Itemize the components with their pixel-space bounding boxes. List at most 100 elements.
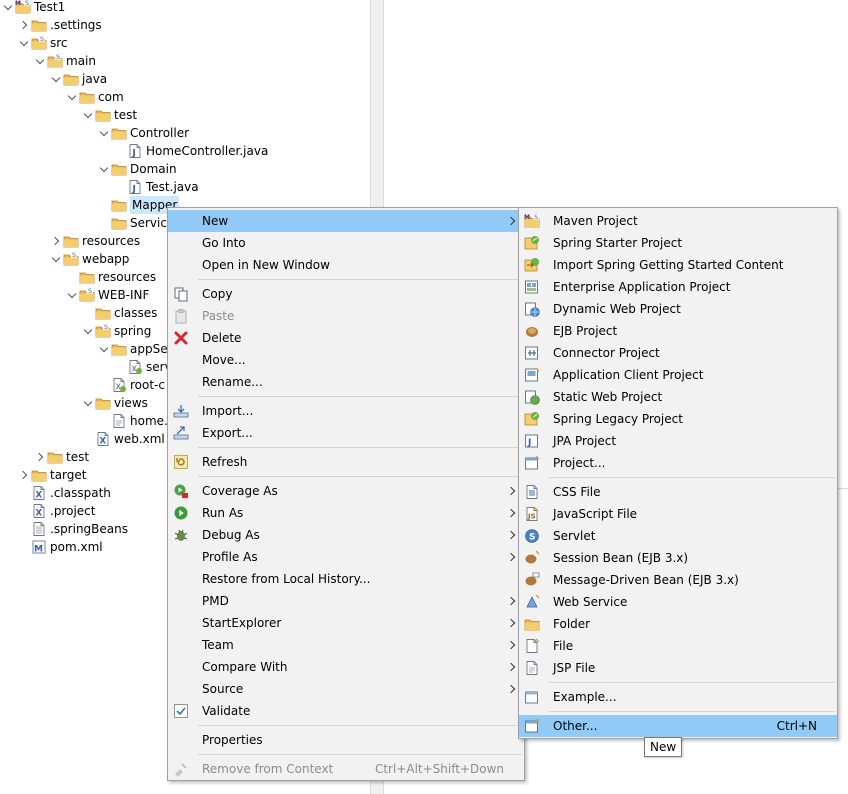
new-item-project[interactable]: Project... xyxy=(519,452,837,474)
expand-arrow-icon[interactable] xyxy=(99,160,111,178)
import-icon xyxy=(173,403,189,419)
menu-item-restore-from-local-history[interactable]: Restore from Local History... xyxy=(168,568,524,590)
menu-item-open-in-new-window[interactable]: Open in New Window xyxy=(168,254,524,276)
menu-item-go-into[interactable]: Go Into xyxy=(168,232,524,254)
tree-item[interactable]: test xyxy=(35,448,89,466)
new-item-other[interactable]: Other...Ctrl+N xyxy=(519,715,837,737)
tree-item[interactable]: Service xyxy=(99,214,174,232)
svg-text:S: S xyxy=(529,533,535,543)
expand-arrow-icon[interactable] xyxy=(3,0,15,16)
menu-shortcut: Ctrl+N xyxy=(776,719,817,733)
new-item-ejb-project[interactable]: EJB Project xyxy=(519,320,837,342)
menu-item-profile-as[interactable]: Profile As xyxy=(168,546,524,568)
new-item-enterprise-application-project[interactable]: Enterprise Application Project xyxy=(519,276,837,298)
new-item-jsp-file[interactable]: JSP File xyxy=(519,657,837,679)
tree-item[interactable]: resources xyxy=(67,268,156,286)
menu-item-refresh[interactable]: Refresh xyxy=(168,451,524,473)
new-item-import-spring-getting-started-content[interactable]: Import Spring Getting Started Content xyxy=(519,254,837,276)
tree-item[interactable]: com xyxy=(67,88,124,106)
new-item-connector-project[interactable]: Connector Project xyxy=(519,342,837,364)
tree-item[interactable]: Controller xyxy=(99,124,189,142)
new-item-application-client-project[interactable]: Application Client Project xyxy=(519,364,837,386)
collapse-arrow-icon[interactable] xyxy=(19,16,31,34)
tree-item[interactable]: .springBeans xyxy=(19,520,128,538)
new-item-spring-starter-project[interactable]: Spring Starter Project xyxy=(519,232,837,254)
new-item-web-service[interactable]: Web Service xyxy=(519,591,837,613)
expand-arrow-icon[interactable] xyxy=(19,34,31,52)
menu-item-move[interactable]: Move... xyxy=(168,349,524,371)
tree-item[interactable]: java xyxy=(51,70,107,88)
tree-item[interactable]: Domain xyxy=(99,160,177,178)
menu-item-properties[interactable]: Properties xyxy=(168,729,524,751)
menu-item-pmd[interactable]: PMD xyxy=(168,590,524,612)
menu-item-export[interactable]: Export... xyxy=(168,422,524,444)
submenu-arrow-icon xyxy=(506,486,516,496)
expand-arrow-icon[interactable] xyxy=(99,124,111,142)
menu-item-source[interactable]: Source xyxy=(168,678,524,700)
menu-item-new[interactable]: New xyxy=(168,210,524,232)
expand-arrow-icon[interactable] xyxy=(51,250,63,268)
spacer xyxy=(19,538,31,556)
expand-arrow-icon[interactable] xyxy=(35,52,47,70)
new-item-file[interactable]: File xyxy=(519,635,837,657)
tree-item[interactable]: .settings xyxy=(19,16,102,34)
new-item-message-driven-bean-ejb-3-x[interactable]: Message-Driven Bean (EJB 3.x) xyxy=(519,569,837,591)
tree-item[interactable]: X.classpath xyxy=(19,484,111,502)
menu-item-delete[interactable]: Delete xyxy=(168,327,524,349)
tree-item[interactable]: resources xyxy=(51,232,140,250)
tree-item[interactable]: home. xyxy=(99,412,168,430)
menu-item-validate[interactable]: Validate xyxy=(168,700,524,722)
tree-item[interactable]: X.project xyxy=(19,502,95,520)
collapse-arrow-icon[interactable] xyxy=(35,448,47,466)
new-item-spring-legacy-project[interactable]: Spring Legacy Project xyxy=(519,408,837,430)
menu-item-rename[interactable]: Rename... xyxy=(168,371,524,393)
new-item-example[interactable]: Example... xyxy=(519,686,837,708)
expand-arrow-icon[interactable] xyxy=(83,322,95,340)
expand-arrow-icon[interactable] xyxy=(83,394,95,412)
new-item-static-web-project[interactable]: Static Web Project xyxy=(519,386,837,408)
menu-item-debug-as[interactable]: Debug As xyxy=(168,524,524,546)
expand-arrow-icon[interactable] xyxy=(67,286,79,304)
expand-arrow-icon[interactable] xyxy=(51,70,63,88)
new-item-session-bean-ejb-3-x[interactable]: Session Bean (EJB 3.x) xyxy=(519,547,837,569)
menu-item-team[interactable]: Team xyxy=(168,634,524,656)
menu-item-compare-with[interactable]: Compare With xyxy=(168,656,524,678)
menu-item-coverage-as[interactable]: Coverage As xyxy=(168,480,524,502)
tree-item[interactable]: appSe xyxy=(99,340,168,358)
new-item-dynamic-web-project[interactable]: Dynamic Web Project xyxy=(519,298,837,320)
collapse-arrow-icon[interactable] xyxy=(19,466,31,484)
menu-item-import[interactable]: Import... xyxy=(168,400,524,422)
menu-item-copy[interactable]: Copy xyxy=(168,283,524,305)
menu-item-startexplorer[interactable]: StartExplorer xyxy=(168,612,524,634)
tree-item[interactable]: target xyxy=(19,466,87,484)
tree-item[interactable]: classes xyxy=(83,304,157,322)
new-item-folder[interactable]: Folder xyxy=(519,613,837,635)
expand-arrow-icon[interactable] xyxy=(67,88,79,106)
tree-item[interactable]: Mapper xyxy=(99,196,180,214)
new-item-css-file[interactable]: CSS File xyxy=(519,481,837,503)
mdb-icon xyxy=(524,572,540,588)
tree-item[interactable]: test xyxy=(83,106,137,124)
tree-item[interactable]: views xyxy=(83,394,148,412)
collapse-arrow-icon[interactable] xyxy=(51,232,63,250)
tree-item-label: target xyxy=(50,468,87,482)
expand-arrow-icon[interactable] xyxy=(99,340,111,358)
menu-item-run-as[interactable]: Run As xyxy=(168,502,524,524)
expand-arrow-icon[interactable] xyxy=(83,106,95,124)
